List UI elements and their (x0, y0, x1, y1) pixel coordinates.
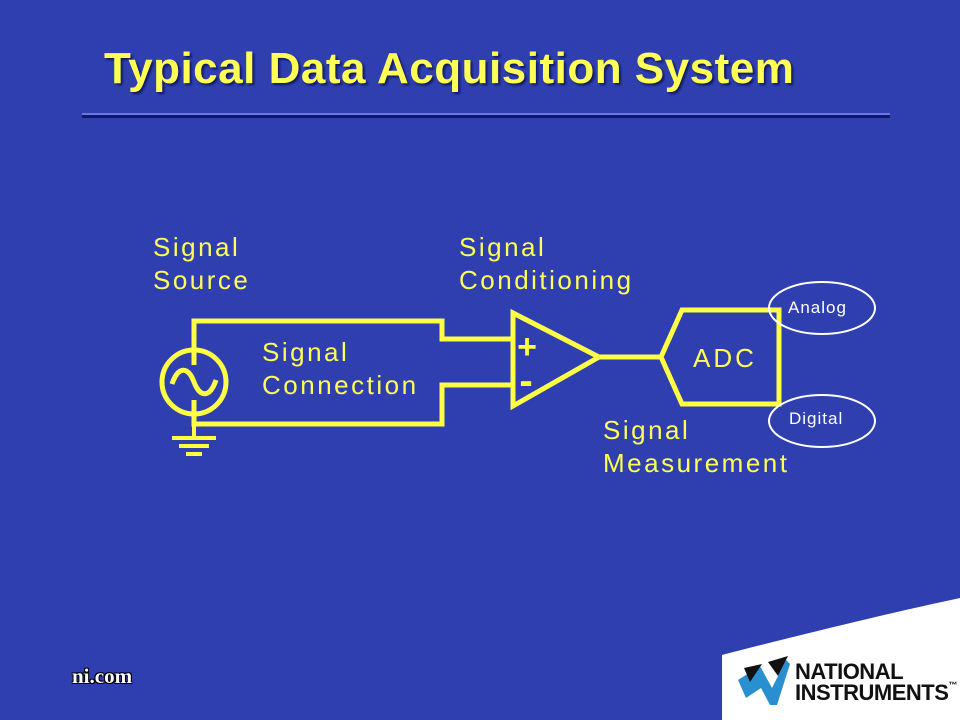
slide-title: Typical Data Acquisition System (104, 44, 795, 93)
signal-source-label: Signal Source (153, 232, 251, 295)
adc-label: ADC (693, 343, 757, 373)
digital-ellipse (768, 394, 876, 448)
trademark-symbol: ™ (948, 680, 957, 690)
logo-line-instruments: INSTRUMENTS™ (795, 680, 957, 705)
signal-conditioning-label: Signal Conditioning (459, 232, 634, 295)
signal-connection-label: Signal Connection (262, 337, 419, 400)
digital-label: Digital (789, 409, 844, 428)
footer-url[interactable]: ni.com (72, 664, 133, 688)
title-rule (82, 115, 890, 118)
adc-block (658, 307, 782, 407)
analog-label: Analog (788, 298, 847, 317)
ni-eagle-icon (738, 656, 790, 705)
amp-minus-sign: - (519, 359, 532, 403)
signal-measurement-label: Signal Measurement (603, 415, 790, 478)
op-amp-icon (510, 308, 605, 411)
analog-ellipse (768, 281, 876, 335)
logo-line-national: NATIONAL (795, 659, 904, 684)
amp-plus-sign: + (517, 328, 537, 366)
wire-top (191, 318, 513, 365)
title-rule-highlight (82, 113, 890, 115)
ground-icon (172, 414, 216, 456)
